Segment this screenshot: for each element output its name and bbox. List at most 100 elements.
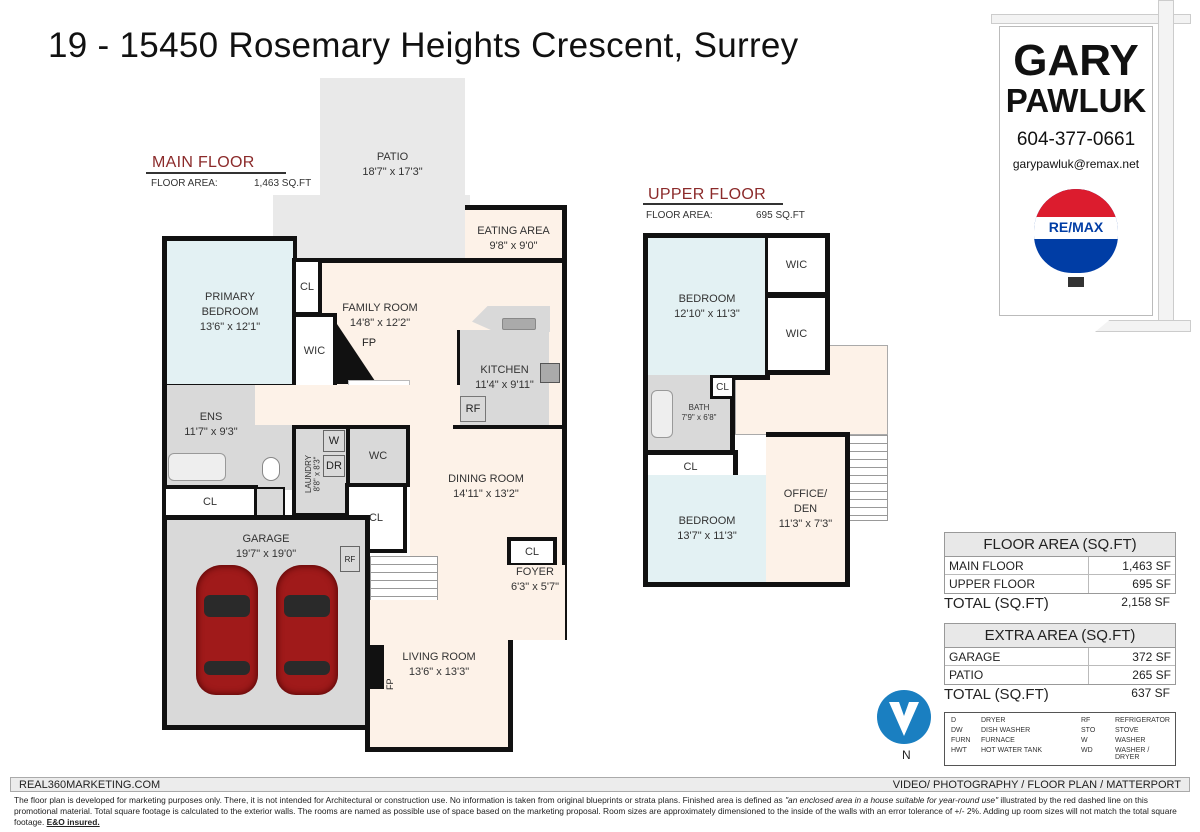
kitchen-name: KITCHEN: [480, 363, 529, 376]
main-floor-underline: [146, 172, 286, 174]
wic-label: WIC: [785, 258, 808, 271]
services-text: VIDEO/ PHOTOGRAPHY / FLOOR PLAN / MATTER…: [892, 778, 1181, 791]
car-icon: [196, 565, 258, 695]
upper-floor-area-value: 695 SQ.FT: [756, 210, 805, 221]
family-room-name: FAMILY ROOM: [342, 302, 418, 314]
kitchen-wall: [453, 425, 567, 429]
main-floor-area-label: FLOOR AREA:: [151, 178, 218, 189]
eating-area-name: EATING AREA: [477, 224, 550, 237]
legend-abbr: WD: [1081, 747, 1093, 754]
closet-label: CL: [299, 280, 315, 293]
sign-post-base: [1095, 320, 1191, 332]
walk-in-closet: WIC: [292, 313, 337, 389]
foyer: FOYER 6'3" x 5'7": [505, 565, 565, 640]
total-value: 2,158 SF: [1121, 595, 1170, 609]
upper-closet: CL: [710, 375, 735, 399]
footer-bar: REAL360MARKETING.COM VIDEO/ PHOTOGRAPHY …: [10, 777, 1190, 792]
sink-icon: [502, 318, 536, 330]
agent-email[interactable]: garypawluk@remax.net: [1012, 157, 1140, 171]
website-link[interactable]: REAL360MARKETING.COM: [19, 778, 161, 791]
fp-label: FP: [362, 337, 377, 349]
extra-area-header: EXTRA AREA (SQ.FT): [945, 624, 1175, 648]
closet-label: CL: [202, 496, 218, 508]
total-label: TOTAL (SQ.FT): [944, 686, 1049, 703]
legend-abbr: D: [951, 717, 957, 724]
ensuite-size: 11'7" x 9'3": [184, 426, 238, 438]
office-size: 11'3" x 7'3": [778, 518, 833, 530]
extra-area-total: TOTAL (SQ.FT)637 SF: [944, 686, 1174, 703]
remax-balloon-logo: RE/MAX: [1034, 189, 1118, 289]
upper-wic-1: WIC: [765, 233, 830, 297]
stove-icon: [540, 363, 560, 383]
disclaimer: The floor plan is developed for marketin…: [14, 795, 1186, 828]
bedroom-2-name: BEDROOM: [678, 514, 736, 527]
bedroom-1-name: BEDROOM: [678, 292, 736, 305]
living-fireplace: [368, 645, 384, 689]
disclaimer-text-2: illustrated by the red dashed line on th…: [14, 795, 1177, 827]
legend-abbr: DW: [951, 727, 963, 734]
wc-label: WC: [368, 449, 388, 462]
kitchen-size: 11'4" x 9'11": [475, 378, 534, 391]
wic-label: WIC: [785, 327, 808, 340]
closet: CL: [292, 258, 322, 316]
legend-abbr: W: [1081, 737, 1088, 744]
row-value: 372 SF: [1132, 649, 1171, 664]
legend-abbr: FURN: [951, 737, 971, 744]
ensuite-name: ENS: [199, 411, 223, 423]
row-value: 695 SF: [1132, 577, 1171, 591]
agent-phone[interactable]: 604-377-0661: [1016, 129, 1136, 150]
primary-bedroom-name: PRIMARY BEDROOM: [201, 291, 259, 318]
bath-size: 7'9" x 6'8": [681, 412, 717, 422]
row-label: PATIO: [945, 666, 1089, 684]
legend-desc: DRYER: [981, 717, 1006, 724]
sign-post: [1158, 0, 1174, 322]
living-room-size: 13'6" x 13'3": [408, 666, 470, 678]
utility-sink-icon: [255, 487, 285, 517]
foyer-size: 6'3" x 5'7": [510, 581, 560, 593]
foyer-name: FOYER: [516, 566, 554, 578]
living-room: LIVING ROOM 13'6" x 13'3": [365, 600, 513, 752]
eating-area-size: 9'8" x 9'0": [489, 239, 538, 252]
office-name: OFFICE/ DEN: [783, 488, 828, 515]
legend-desc: DISH WASHER: [981, 727, 1031, 734]
closet-label: CL: [716, 381, 729, 393]
total-label: TOTAL (SQ.FT): [944, 595, 1049, 612]
laundry-size: 8'8" x 8'3": [312, 456, 322, 492]
eating-area: EATING AREA 9'8" x 9'0": [465, 205, 567, 267]
floor-area-header: FLOOR AREA (SQ.FT): [945, 533, 1175, 557]
patio: [273, 195, 470, 262]
upper-floor-underline: [643, 203, 783, 205]
property-address-title: 19 - 15450 Rosemary Heights Crescent, Su…: [48, 26, 799, 65]
wic-label: WIC: [303, 344, 326, 357]
closet-label: CL: [683, 461, 698, 473]
upper-wic-2: WIC: [765, 293, 830, 375]
bedroom-2-size: 13'7" x 11'3": [677, 529, 737, 542]
remax-brand: RE/MAX: [1048, 219, 1104, 235]
table-row: PATIO 265 SF: [945, 666, 1175, 684]
living-room-name: LIVING ROOM: [402, 651, 476, 663]
row-value: 265 SF: [1132, 668, 1171, 682]
disclaimer-text: The floor plan is developed for marketin…: [14, 795, 786, 805]
patio-name: PATIO: [376, 151, 409, 163]
primary-bedroom: PRIMARY BEDROOM 13'6" x 12'1": [162, 236, 297, 388]
garage-name: GARAGE: [242, 533, 290, 545]
closet-label: CL: [524, 545, 540, 558]
upper-bedroom-1: BEDROOM 12'10" x 11'3": [643, 233, 770, 380]
row-label: MAIN FLOOR: [945, 557, 1089, 574]
patio-size: 18'7" x 17'3": [362, 166, 423, 178]
legend-abbr: RF: [1081, 717, 1091, 724]
legend-desc: WASHER / DRYER: [1115, 747, 1150, 761]
patio-upper: [320, 78, 465, 208]
dryer: DR: [323, 455, 345, 477]
eo-insured: E&O insured.: [46, 817, 100, 827]
bathtub-icon: [168, 453, 226, 481]
sign-post-top: [991, 14, 1191, 24]
upper-bedroom-2: BEDROOM 13'7" x 11'3": [643, 475, 770, 587]
garage-refrigerator: RF: [340, 546, 360, 572]
legend-desc: REFRIGERATOR: [1115, 717, 1170, 724]
office-den: OFFICE/ DEN 11'3" x 7'3": [766, 432, 850, 587]
